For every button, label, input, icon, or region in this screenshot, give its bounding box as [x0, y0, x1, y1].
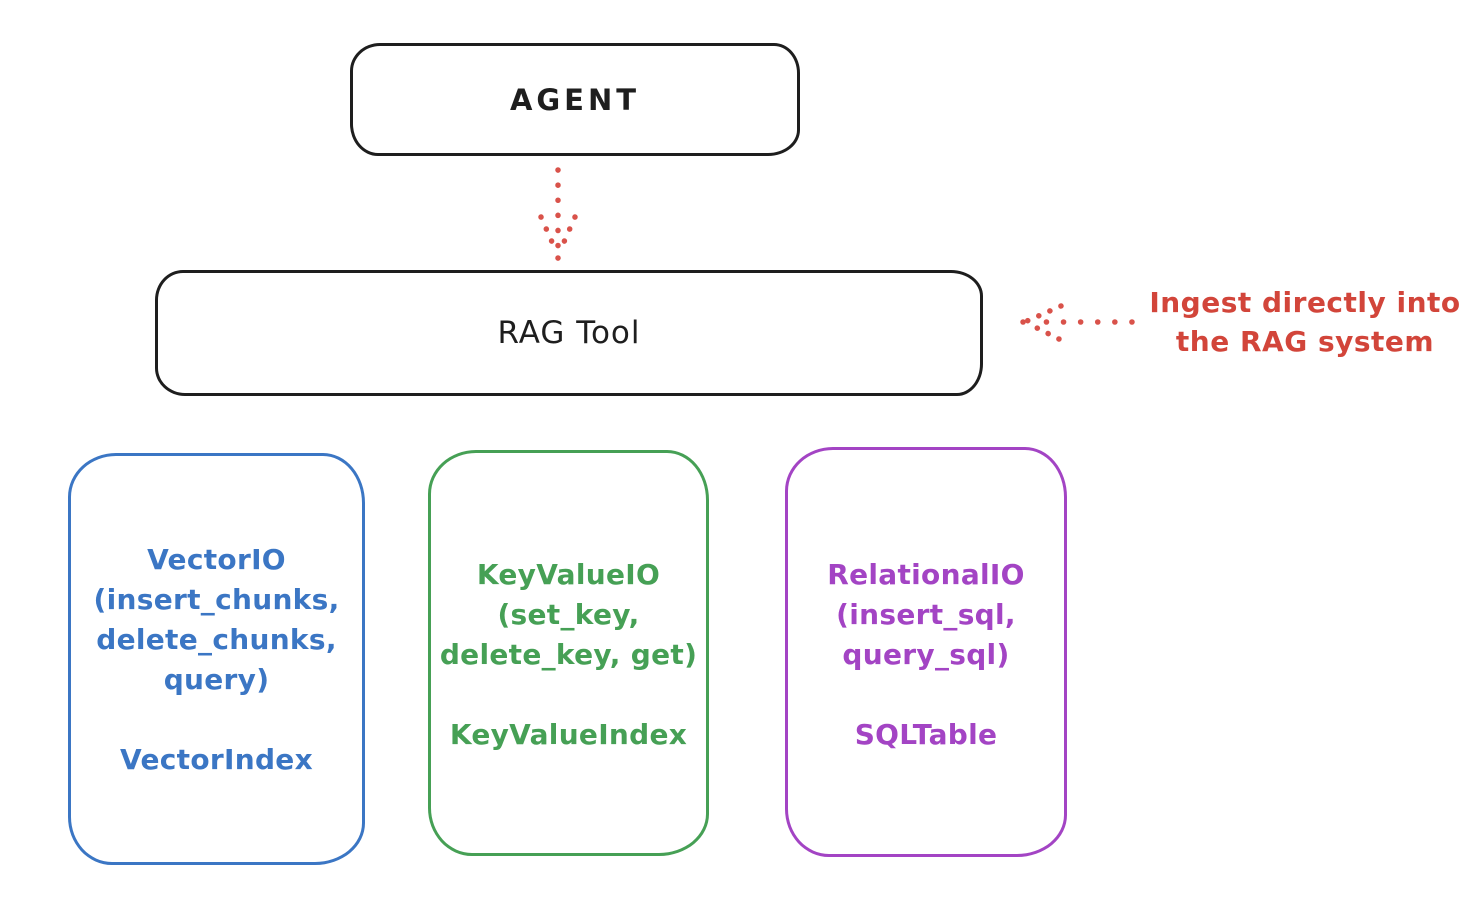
keyvalue-io-text: KeyValueIO (set_key, delete_key, get) Ke…: [431, 555, 706, 755]
vector-io-line: delete_chunks,: [96, 623, 337, 656]
keyvalue-index-label: KeyValueIndex: [449, 718, 688, 751]
ingest-annotation-line2: the RAG system: [1175, 325, 1435, 358]
arrow-agent-to-rag-icon: [538, 167, 578, 261]
keyvalue-io-box: KeyValueIO (set_key, delete_key, get) Ke…: [428, 450, 709, 856]
relational-io-line: (insert_sql,: [836, 598, 1016, 631]
sqltable-label: SQLTable: [854, 718, 998, 751]
vector-io-line: query): [163, 663, 270, 696]
vector-io-text: VectorIO (insert_chunks, delete_chunks, …: [71, 540, 362, 780]
ingest-annotation: Ingest directly into the RAG system: [1138, 283, 1472, 361]
arrow-ingest-to-rag-icon: [1020, 303, 1135, 342]
agent-label: AGENT: [509, 82, 641, 117]
relational-io-line: query_sql): [842, 638, 1010, 671]
rag-tool-label: RAG Tool: [497, 315, 641, 351]
vector-io-line: VectorIO: [147, 543, 286, 576]
agent-box: AGENT: [350, 43, 800, 156]
ingest-annotation-line1: Ingest directly into: [1149, 286, 1461, 319]
relational-io-box: RelationalIO (insert_sql, query_sql) SQL…: [785, 447, 1067, 857]
keyvalue-io-line: KeyValueIO: [476, 558, 661, 591]
keyvalue-io-line: (set_key,: [497, 598, 640, 631]
vector-index-label: VectorIndex: [120, 743, 313, 776]
relational-io-text: RelationalIO (insert_sql, query_sql) SQL…: [788, 555, 1064, 755]
rag-tool-box: RAG Tool: [155, 270, 983, 396]
vector-io-box: VectorIO (insert_chunks, delete_chunks, …: [68, 453, 365, 865]
vector-io-line: (insert_chunks,: [93, 583, 340, 616]
relational-io-line: RelationalIO: [827, 558, 1025, 591]
keyvalue-io-line: delete_key, get): [439, 638, 698, 671]
